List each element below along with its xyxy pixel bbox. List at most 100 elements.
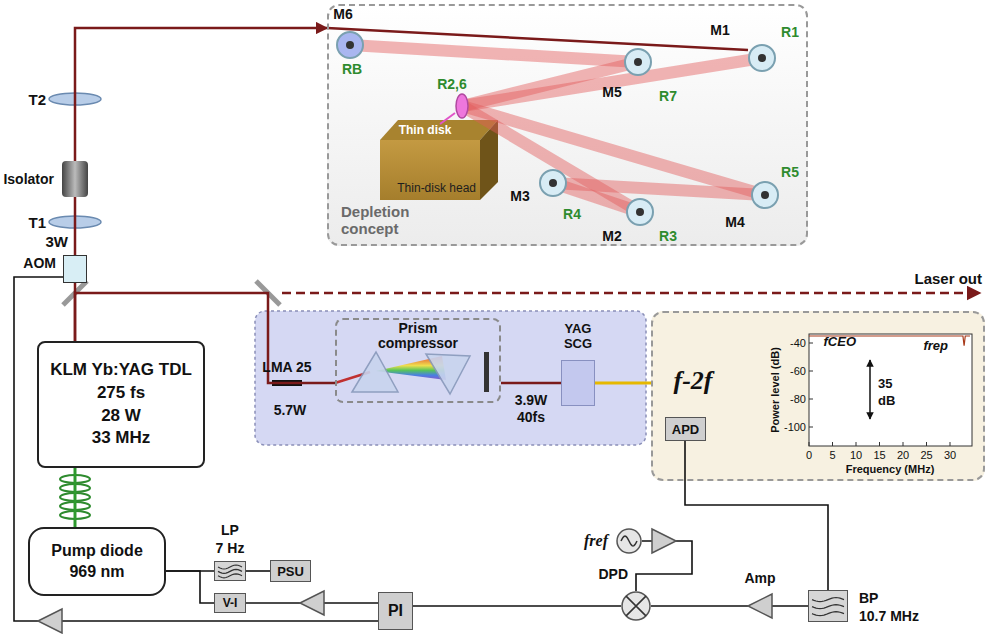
chart-label: -80 bbox=[790, 393, 806, 405]
mixer-circle bbox=[622, 592, 650, 620]
part-label: M5 bbox=[602, 84, 621, 100]
laser-output-beam bbox=[282, 292, 980, 295]
beam-path bbox=[74, 197, 77, 255]
mirror bbox=[749, 45, 775, 71]
tick bbox=[950, 442, 951, 446]
part-label: R3 bbox=[659, 228, 677, 244]
sine-wave bbox=[621, 536, 637, 546]
detector-box: APD bbox=[665, 417, 706, 441]
mixer-symbol bbox=[621, 591, 651, 621]
laser-beam bbox=[462, 62, 638, 106]
tick bbox=[809, 442, 810, 446]
oscillator: fref bbox=[616, 528, 642, 554]
part-label: R2,6 bbox=[437, 76, 467, 92]
mirror-center bbox=[758, 54, 766, 62]
chart-label: 20 bbox=[897, 449, 909, 461]
thin-disk-head: Thin-disk head bbox=[380, 140, 480, 200]
tick bbox=[856, 442, 857, 446]
tick bbox=[809, 371, 813, 372]
beam-path bbox=[595, 382, 651, 385]
panel-ground bbox=[255, 311, 646, 445]
node-text: PI bbox=[388, 602, 403, 620]
chart-label: 30 bbox=[944, 449, 956, 461]
tick bbox=[879, 442, 880, 446]
laser-beam bbox=[350, 45, 638, 62]
signal-wire bbox=[685, 441, 828, 590]
part-label: Laser out bbox=[914, 270, 982, 287]
prism bbox=[352, 352, 398, 392]
laser-box: KLM Yb:YAG TDL275 fs28 W33 MHz bbox=[37, 341, 205, 468]
mirror-center bbox=[346, 41, 354, 49]
node-text: 10.7 MHz bbox=[859, 608, 919, 624]
tick bbox=[809, 427, 813, 428]
filter-box: BP10.7 MHz bbox=[808, 590, 848, 622]
node-text: YAG SCG bbox=[558, 322, 598, 352]
node-text: 7 Hz bbox=[216, 540, 245, 556]
part-label: Thin disk bbox=[399, 123, 452, 137]
input-beam bbox=[327, 28, 748, 50]
part-label: M3 bbox=[510, 188, 529, 204]
mirror-center bbox=[636, 208, 644, 216]
node-text: APD bbox=[672, 422, 699, 437]
tick bbox=[926, 442, 927, 446]
mirror bbox=[752, 182, 778, 208]
mirror bbox=[625, 49, 651, 75]
part-label: 5.7W bbox=[274, 402, 307, 418]
part-label: R5 bbox=[781, 164, 799, 180]
filter-wave bbox=[218, 565, 242, 569]
chart-label: 5 bbox=[829, 449, 835, 461]
tick bbox=[832, 442, 833, 446]
amplifier-symbol bbox=[300, 591, 324, 615]
chart-label: dB bbox=[878, 393, 895, 408]
node-text: f-2f bbox=[674, 366, 713, 396]
node-text: fref bbox=[584, 532, 608, 550]
part-label: 3W bbox=[46, 233, 69, 250]
pump-diode-box: Pump diode969 nm bbox=[28, 527, 166, 596]
laser-beam bbox=[462, 106, 640, 212]
part-label: R4 bbox=[563, 206, 581, 222]
psu-box: PSU bbox=[270, 560, 311, 582]
leader-line bbox=[440, 113, 455, 124]
mirror-center bbox=[634, 58, 642, 66]
chart-label: 10 bbox=[850, 449, 862, 461]
mirror bbox=[627, 199, 653, 225]
part-label: M4 bbox=[725, 214, 744, 230]
panel: f-2fAPD bbox=[651, 311, 985, 481]
part-label: LMA 25 bbox=[262, 359, 311, 375]
node-text: Prism compressor bbox=[358, 321, 478, 352]
mirror-center bbox=[549, 179, 557, 187]
filter-box-symbol bbox=[808, 590, 848, 622]
node-text: AOM bbox=[23, 255, 56, 271]
amplifier: Amp bbox=[748, 594, 772, 618]
signal-wire bbox=[772, 605, 808, 607]
part-label: T1 bbox=[28, 214, 46, 231]
part-label: M2 bbox=[602, 228, 621, 244]
chart-label: 35 bbox=[878, 376, 892, 391]
part-label: R7 bbox=[659, 88, 677, 104]
node-text: Amp bbox=[744, 570, 775, 586]
node-text: Thin-disk head bbox=[397, 181, 476, 195]
filter-wave bbox=[218, 573, 242, 577]
laser-beam bbox=[462, 106, 765, 195]
chart-label: 25 bbox=[920, 449, 932, 461]
converter-box: V-I bbox=[214, 593, 246, 613]
node-text: Isolator bbox=[3, 171, 54, 187]
signal-wire bbox=[413, 605, 621, 607]
mirror bbox=[337, 32, 363, 58]
mixer: DPD bbox=[621, 591, 651, 621]
oscillator-circle bbox=[617, 529, 641, 553]
thin-disk bbox=[456, 94, 468, 118]
filter-wave bbox=[812, 611, 844, 615]
part-label: RB bbox=[342, 61, 362, 77]
yag-crystal: YAG SCG bbox=[561, 360, 595, 406]
node-text: 33 MHz bbox=[92, 427, 151, 450]
prism-compressor: Prism compressor bbox=[335, 318, 501, 403]
beam-path bbox=[75, 28, 327, 161]
part-label: M1 bbox=[710, 22, 729, 38]
filter-box-symbol bbox=[214, 561, 246, 581]
mirror bbox=[540, 170, 566, 196]
filter-wave bbox=[812, 597, 844, 601]
part-label: R1 bbox=[781, 24, 799, 40]
mirror-center bbox=[761, 191, 769, 199]
node-text: 969 nm bbox=[69, 562, 124, 583]
